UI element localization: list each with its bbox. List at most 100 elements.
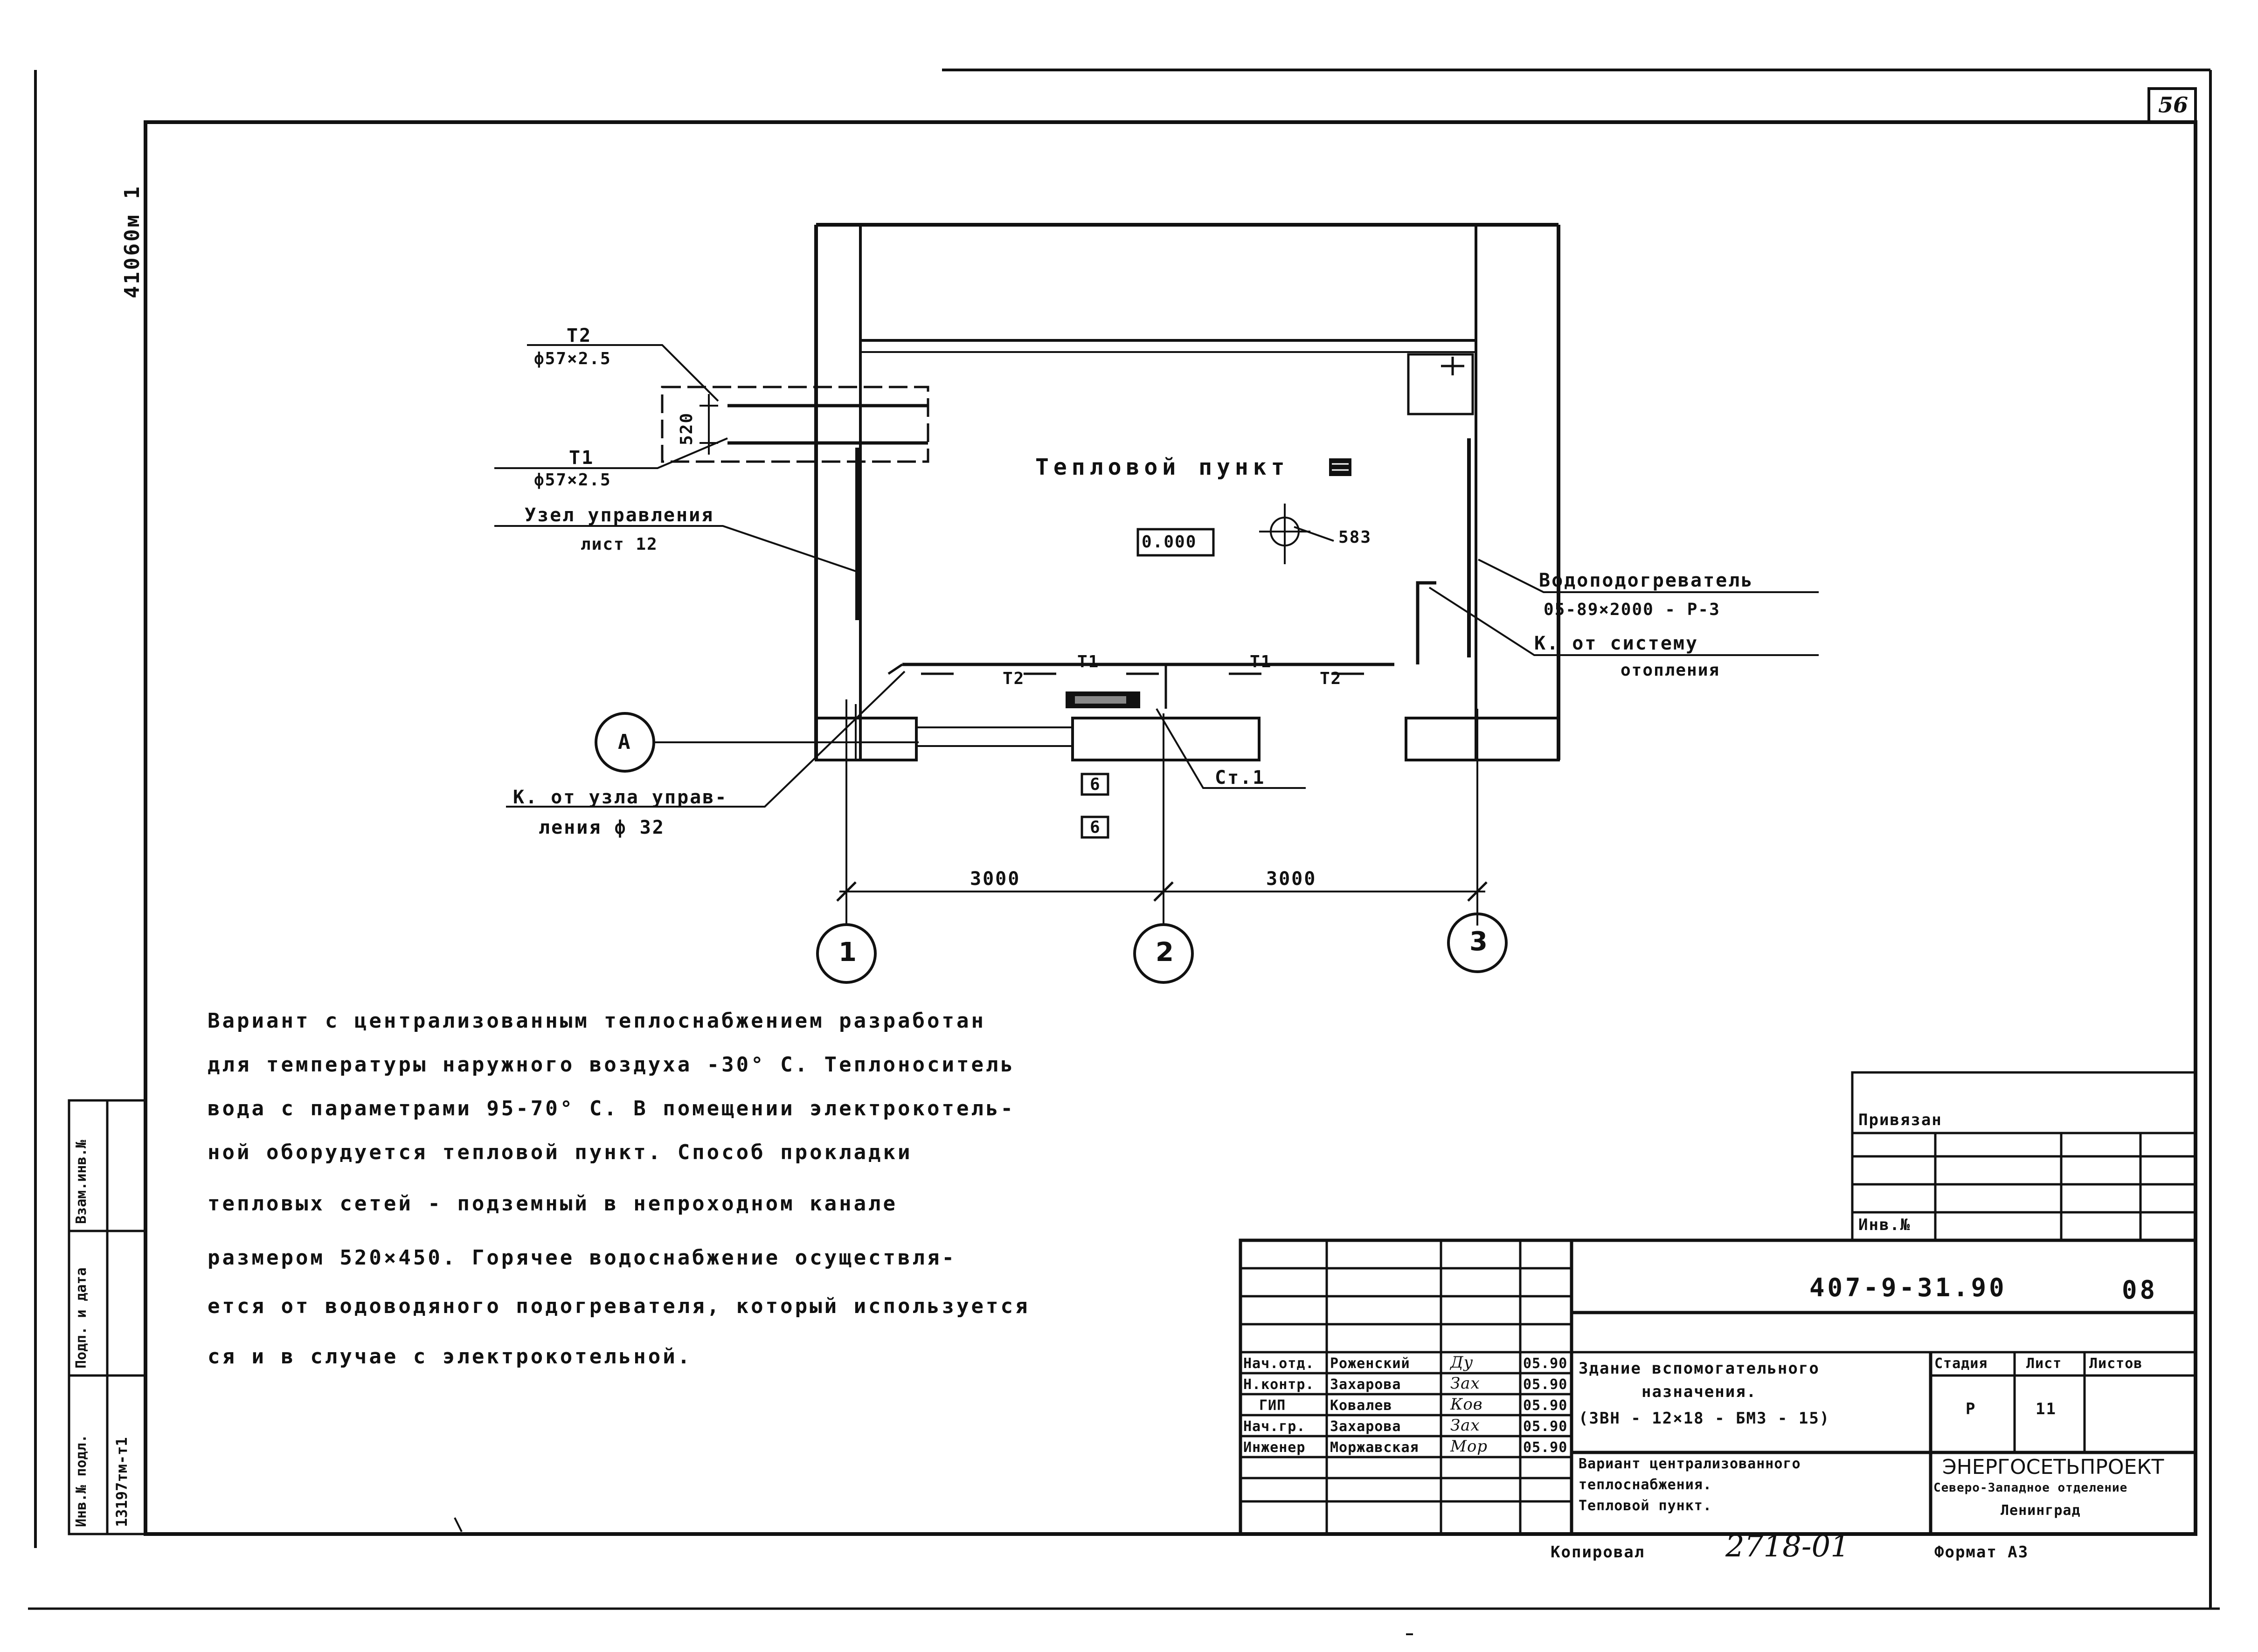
axis-label-3: 3 (1469, 926, 1488, 957)
equipment-block-inner (1075, 696, 1126, 704)
role-4-name: Захарова (1330, 1418, 1401, 1435)
document-suffix: 08 (2122, 1275, 2158, 1305)
elevation-mark: 0.000 (1142, 532, 1197, 552)
document-code: 407-9-31.90 (1809, 1273, 2007, 1302)
stage-header: Стадия (1934, 1355, 1988, 1372)
wall-bottom-right (1405, 717, 1560, 761)
elevation-box (1136, 528, 1215, 557)
note-line-8: ся и в случае с электрокотельной. (208, 1345, 693, 1369)
sheet-line-2: теплоснабжения. (1579, 1477, 1712, 1493)
org-city: Ленинград (2001, 1502, 2081, 1519)
box-mark-1-text: 6 (1090, 775, 1101, 794)
sheet-line-3: Тепловой пункт. (1579, 1498, 1712, 1514)
plan-view (494, 223, 1819, 984)
pipe-channel (661, 386, 929, 463)
note-line-5: тепловых сетей - подземный в непроходном… (208, 1192, 898, 1216)
sheet-line-1: Вариант централизованного (1579, 1456, 1801, 1472)
control-unit-sheet: лист 12 (581, 535, 658, 554)
section-marker-circle (595, 712, 655, 773)
corner-equipment-box (1407, 353, 1474, 415)
leader-heating-system (1428, 587, 1819, 656)
role-3-sign: Ков (1450, 1395, 1483, 1414)
building-line-1: Здание вспомогательного (1579, 1359, 1820, 1378)
title-block-grid (1239, 1238, 2197, 1536)
leader-heater (1478, 559, 1819, 593)
wall-bottom-mid (1071, 717, 1261, 761)
note-line-4: ной оборудуется тепловой пункт. Способ п… (208, 1141, 913, 1164)
pipe-label-t1-b: Т1 (1250, 652, 1272, 671)
section-mark: А (618, 730, 630, 754)
role-3-name: Ковалев (1330, 1397, 1392, 1414)
pipe-riser-heater (1416, 581, 1436, 664)
note-line-2: для температуры наружного воздуха -30° С… (208, 1053, 1015, 1077)
role-2-sign: Зах (1450, 1374, 1480, 1393)
box-mark-2 (1081, 816, 1109, 839)
control-unit-label: Узел управления (525, 505, 714, 526)
room-mark-symbol (1329, 458, 1351, 476)
leader-riser (1156, 708, 1306, 789)
stamp-tied-label: Привязан (1858, 1111, 1942, 1129)
role-3-date: 05.90 (1523, 1397, 1568, 1414)
heater-spec: 05-89×2000 - Р-3 (1544, 600, 1720, 619)
note-line-1: Вариант с централизованным теплоснабжени… (208, 1009, 986, 1033)
page-number-box (2147, 87, 2197, 124)
axis-label-1: 1 (838, 937, 857, 968)
box-mark-1 (1081, 773, 1109, 796)
stamp-grid (1851, 1071, 2197, 1242)
side-margin-text: 41060м 1 (120, 185, 144, 298)
dimension-1: 3000 (970, 868, 1021, 890)
strip-cell-2: Подп. и дата (73, 1267, 90, 1369)
role-1-date: 05.90 (1523, 1355, 1568, 1372)
note-line-7: ется от водоводяного подогревателя, кото… (208, 1294, 1030, 1318)
axis-label-2: 2 (1156, 937, 1174, 968)
note-line-6: размером 520×450. Горячее водоснабжение … (208, 1246, 957, 1270)
role-4-date: 05.90 (1523, 1418, 1568, 1435)
leader-control-unit (494, 525, 856, 572)
leader-t2 (527, 344, 719, 402)
sheets-header: Листов (2089, 1355, 2143, 1372)
pipe-label-t2-b: Т2 (1320, 669, 1342, 688)
role-5-name: Моржавская (1330, 1439, 1419, 1456)
copied-label: Копировал (1551, 1543, 1645, 1562)
role-4: Нач.гр. (1243, 1418, 1306, 1435)
pipe-label-t1-a: Т1 (1077, 652, 1100, 671)
building-line-2: назначения. (1642, 1382, 1757, 1401)
axis-bubble-1 (816, 923, 877, 984)
leader-t1 (494, 437, 728, 469)
room-title: Тепловой пункт (1035, 454, 1289, 480)
pipe-t2-label: Т2 (567, 325, 592, 346)
pipe-t2-size: ф57×2.5 (534, 349, 611, 368)
copy-number: 2718-01 (1725, 1529, 1849, 1564)
page-number: 56 (2158, 92, 2189, 118)
stage-value: Р (1966, 1400, 1976, 1418)
pipe-spacing-dim: 520 (677, 412, 696, 445)
role-4-sign: Зах (1450, 1416, 1480, 1435)
heating-system-label-1: К. от систему (1534, 633, 1699, 654)
strip-number: 13197тм-т1 (113, 1437, 131, 1527)
pipe-label-t2-a: Т2 (1003, 669, 1025, 688)
left-strip (68, 1099, 147, 1535)
role-2-date: 05.90 (1523, 1376, 1568, 1393)
strip-cell-1: Инв.№ подл. (73, 1434, 90, 1527)
heater-label: Водоподогреватель (1539, 570, 1754, 591)
leader-control-branch (506, 670, 906, 808)
role-2: Н.контр. (1243, 1376, 1315, 1393)
drain-mark: 583 (1338, 528, 1372, 547)
role-5-sign: Мор (1450, 1437, 1488, 1456)
inner-frame (144, 120, 2197, 1536)
control-branch-label-2: ления ф 32 (539, 817, 665, 838)
format-label: Формат А3 (1934, 1543, 2029, 1562)
sheet-value: 11 (2036, 1400, 2057, 1418)
riser-label: Ст.1 (1215, 767, 1266, 788)
role-5: Инженер (1243, 1439, 1306, 1456)
strip-cell-3: Взам.инв.№ (73, 1140, 90, 1224)
box-mark-2-text: 6 (1090, 818, 1101, 837)
org-branch: Северо-Западное отделение (1933, 1481, 2128, 1495)
stamp-inv-label: Инв.№ (1858, 1216, 1911, 1234)
org-name: ЭНЕРГОСЕТЬПРОЕКТ (1942, 1455, 2164, 1479)
role-1-sign: Ду (1450, 1353, 1474, 1372)
role-3: ГИП (1259, 1397, 1286, 1414)
role-5-date: 05.90 (1523, 1439, 1568, 1456)
heating-system-label-2: отопления (1621, 661, 1720, 680)
